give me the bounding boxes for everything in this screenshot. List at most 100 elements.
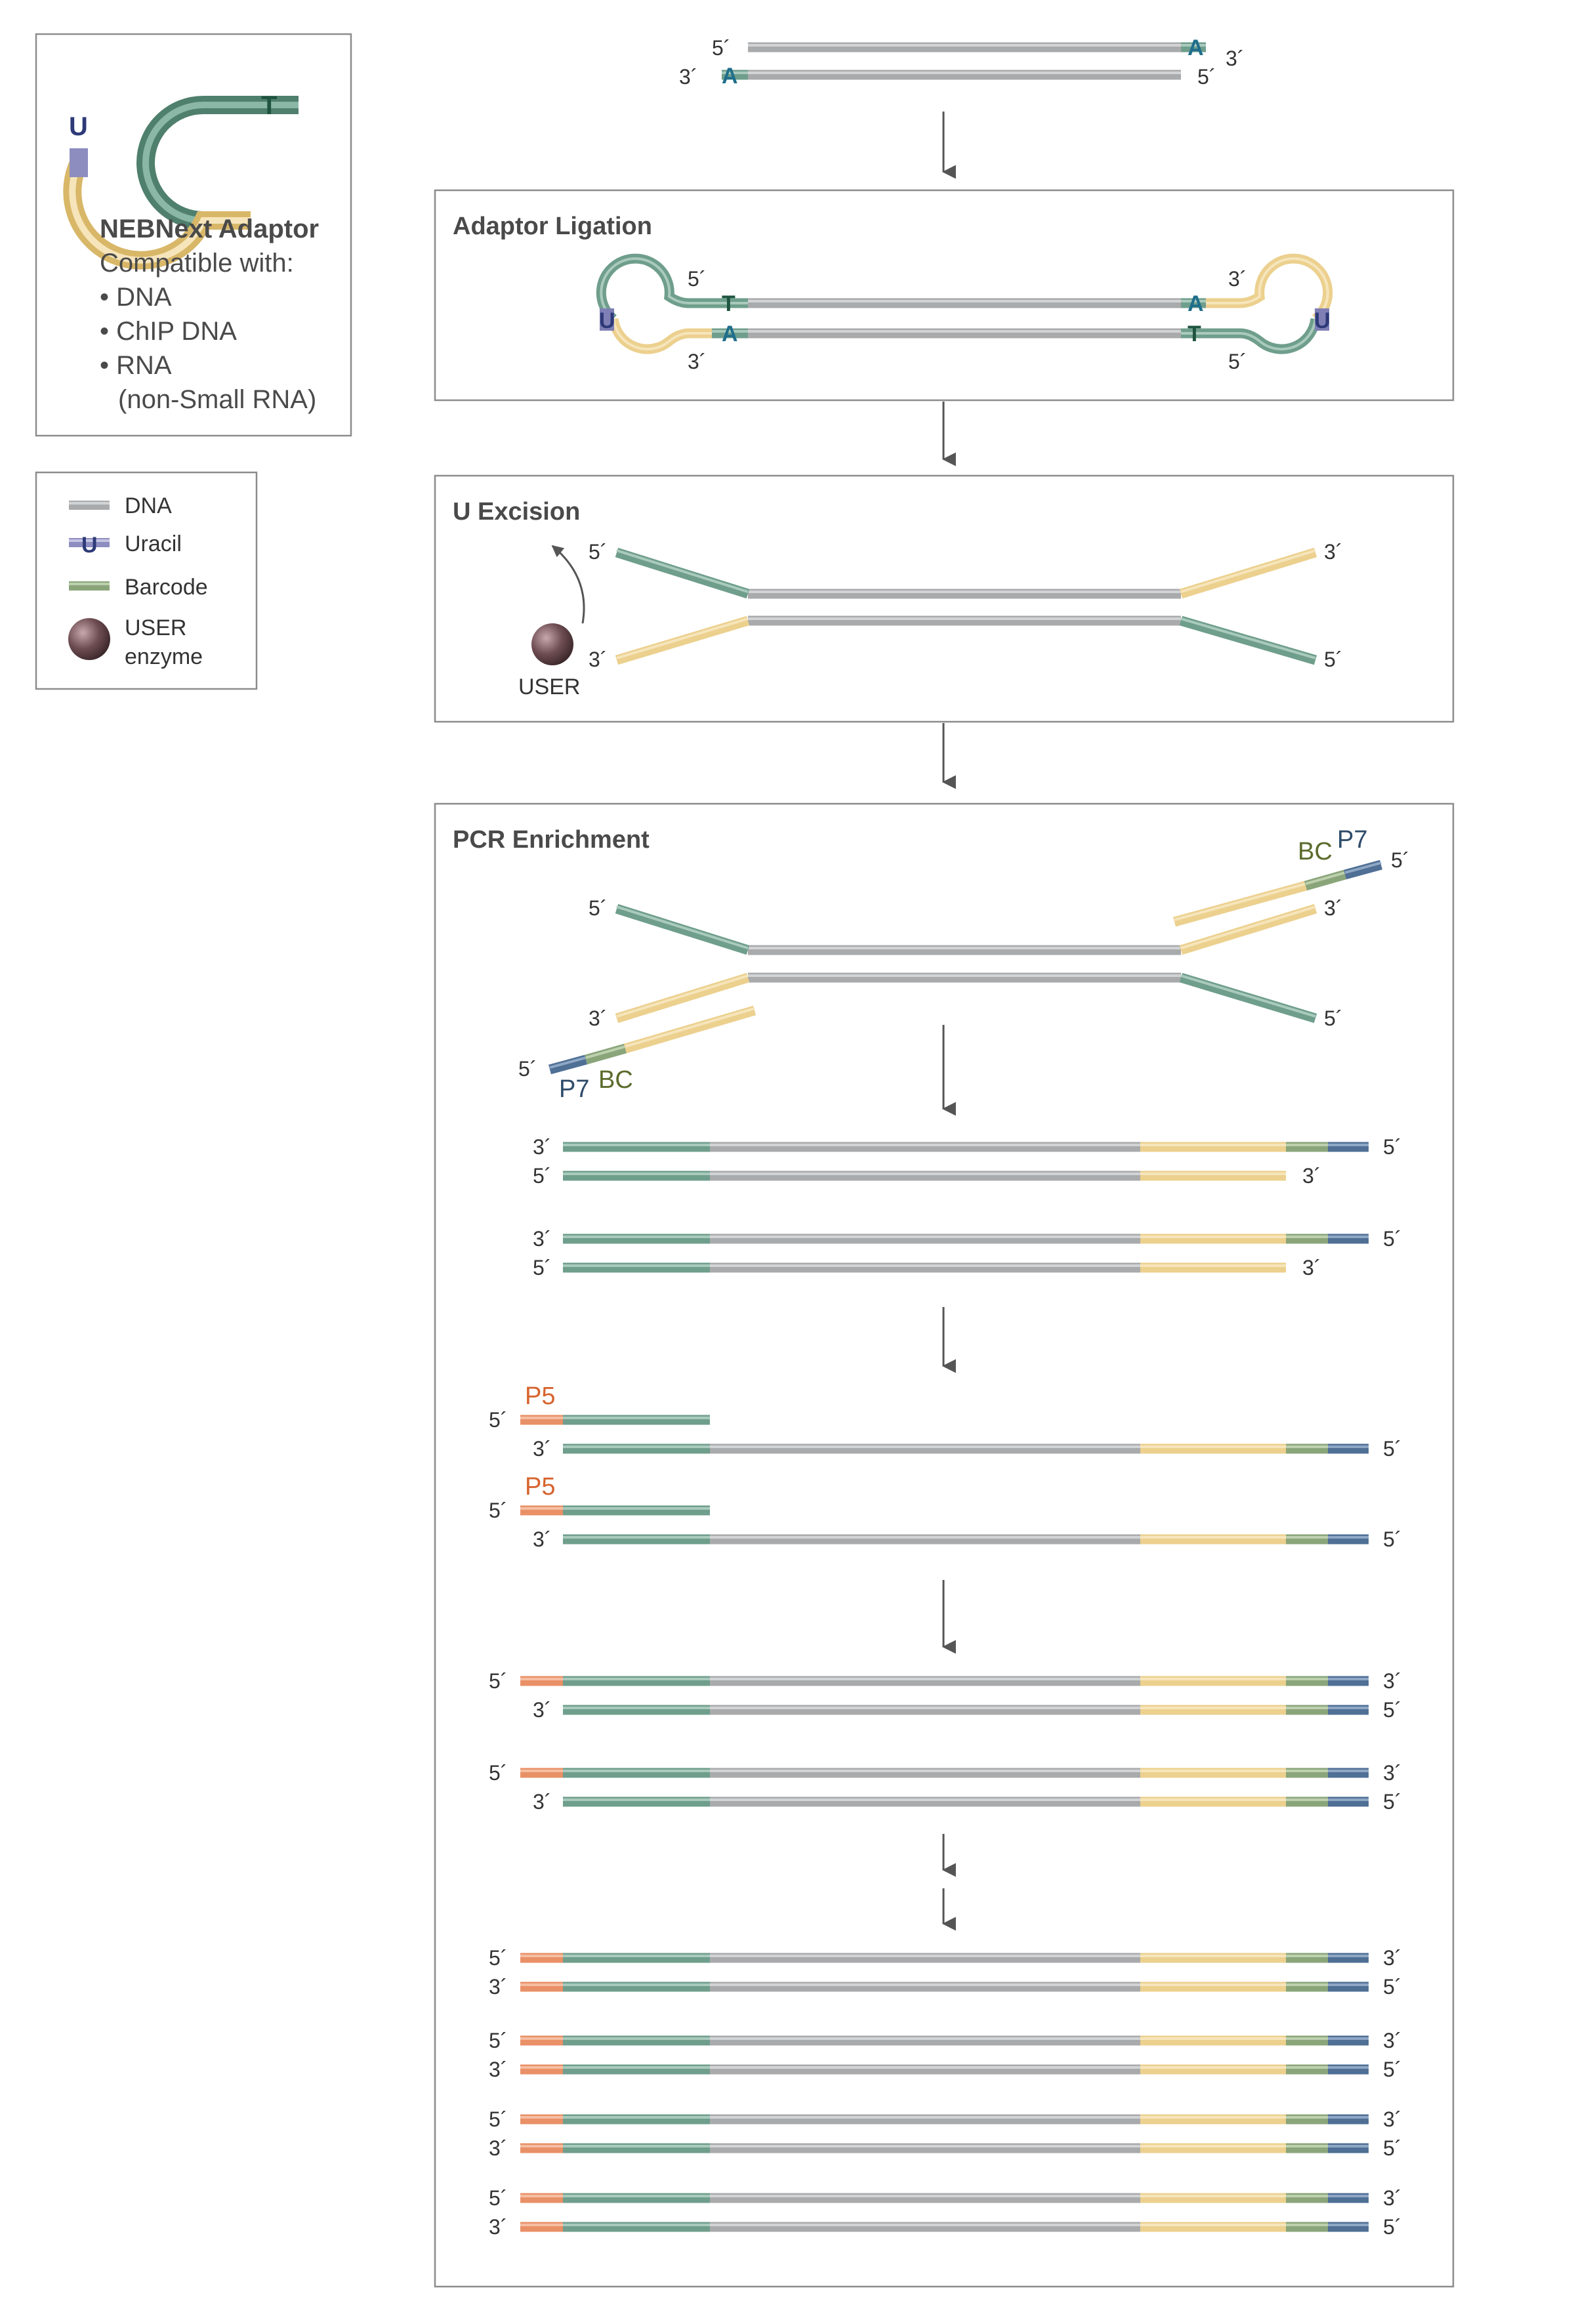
right-primer-barcode-highlight xyxy=(1305,871,1346,885)
ligation-end-label: 3´ xyxy=(688,350,706,373)
input-base-a-top: A xyxy=(1188,35,1204,60)
excised-left-yellow-highlight xyxy=(616,617,749,659)
pcr-stage3-top-1-right-end: 3´ xyxy=(1383,1761,1401,1785)
pcr-final-bottom-2-right-end: 5´ xyxy=(1383,2136,1401,2160)
excised-left-yellow xyxy=(615,615,750,665)
excision-end-label: 3´ xyxy=(1324,540,1342,564)
pcr-stage1-bottom-0-left-end: 5´ xyxy=(533,1164,551,1188)
pcr-stage1-top-0: 3´5´ xyxy=(533,1135,1401,1159)
pcr-stage1-bottom-0-right-end: 3´ xyxy=(1302,1164,1321,1188)
right-primer-yellow-highlight xyxy=(1174,882,1306,921)
pcr-final-bottom-1: 3´5´ xyxy=(489,2058,1401,2081)
pcr-final-top-0-left-end: 5´ xyxy=(489,1946,507,1970)
pcr-stage2-primer-1-left-end: 5´ xyxy=(489,1499,507,1522)
pcr-stage2-template-0: 3´5´ xyxy=(533,1437,1401,1461)
excised-right-yellow xyxy=(1179,547,1317,599)
left-primer-barcode xyxy=(584,1043,627,1065)
pcr-final-top-1-left-end: 5´ xyxy=(489,2029,507,2052)
right-primer-yellow xyxy=(1173,881,1307,927)
excised-right-green-highlight xyxy=(1180,617,1316,659)
ligation-end-label: 5´ xyxy=(1228,350,1247,373)
pcr-template-end-label: 3´ xyxy=(589,1006,607,1030)
user-enzyme-icon xyxy=(68,618,110,660)
pcr-final-bottom-1-left-end: 3´ xyxy=(489,2058,507,2081)
adaptor-item-rna: • RNA xyxy=(100,351,172,380)
user-enzyme-icon xyxy=(531,623,573,665)
input-base-a-bottom: A xyxy=(722,64,738,89)
pcr-stage3-bottom-1: 3´5´ xyxy=(533,1790,1401,1814)
pcr-stage2-primer-1: 5´ xyxy=(489,1499,710,1522)
pcr-final-top-3-right-end: 3´ xyxy=(1383,2186,1401,2210)
legend-enzyme-line2: enzyme xyxy=(125,644,203,669)
pcr-stage2-template-1-right-end: 5´ xyxy=(1383,1527,1401,1551)
pcr-final-bottom-3-right-end: 5´ xyxy=(1383,2215,1401,2239)
right-primer-barcode xyxy=(1304,869,1347,891)
excised-right-yellow-highlight xyxy=(1180,549,1316,593)
pcr-stage1-top-1: 3´5´ xyxy=(533,1227,1401,1251)
left-p7-label: P7 xyxy=(559,1075,589,1103)
pcr-final-top-3: 5´3´ xyxy=(489,2186,1401,2210)
pcr-stage3-top-1: 5´ 3´ xyxy=(489,1761,1401,1785)
user-arrow xyxy=(551,545,585,624)
input-dna: AA5´3´3´5´ xyxy=(679,35,1244,89)
input-end-label: 3´ xyxy=(679,65,697,89)
right-bc-label: BC xyxy=(1298,838,1333,865)
pcr-stage3-top-0: 5´3´ xyxy=(489,1669,1401,1693)
pcr-stage2-template-1-left-end: 3´ xyxy=(533,1527,551,1551)
adaptor-compatible: Compatible with: xyxy=(100,249,294,278)
pcr-stage1-bottom-0: 5´ 3´ xyxy=(533,1164,1321,1188)
pcr-template-right-green-highlight xyxy=(1180,974,1316,1018)
excised-left-green-highlight xyxy=(616,549,749,593)
excised-left-green xyxy=(615,547,750,599)
p5-label-0: P5 xyxy=(525,1382,555,1410)
right-primer-end-label: 5´ xyxy=(1391,848,1409,872)
excision-end-label: 5´ xyxy=(589,540,607,564)
pcr-stage2-primer-0: 5´ xyxy=(489,1408,710,1432)
ligation-end-label: 3´ xyxy=(1228,267,1247,291)
legend-dna-label: DNA xyxy=(125,493,172,518)
pcr-stage3-top-0-left-end: 5´ xyxy=(489,1669,507,1693)
pcr-stage2-primer-0-left-end: 5´ xyxy=(489,1408,507,1432)
pcr-template-right-yellow-highlight xyxy=(1180,905,1316,949)
pcr-final-top-2-left-end: 5´ xyxy=(489,2107,507,2131)
adaptor-info-box: U T NEBNext Adaptor Compatible with: • D… xyxy=(35,33,352,437)
input-end-label: 5´ xyxy=(712,36,730,60)
legend-enzyme-line1: USER xyxy=(125,615,186,640)
step-arrows xyxy=(551,112,956,1931)
legend-barcode-label: Barcode xyxy=(125,575,208,600)
left-base-t: T xyxy=(722,291,735,316)
right-uracil-letter: U xyxy=(1314,308,1331,333)
right-base-a: A xyxy=(1188,291,1204,316)
pcr-stage2-template-0-left-end: 3´ xyxy=(533,1437,551,1461)
left-uracil-mark xyxy=(600,308,614,331)
pcr-final-bottom-0: 3´5´ xyxy=(489,1975,1401,1999)
right-uracil-mark xyxy=(1315,308,1329,331)
pcr-template-left-yellow xyxy=(615,972,750,1024)
legend-uracil: U Uracil xyxy=(69,531,182,558)
pcr-template-left-yellow-highlight xyxy=(616,974,749,1018)
right-adaptor-yellow-highlight xyxy=(1181,257,1329,320)
pcr-final-bottom-0-right-end: 5´ xyxy=(1383,1975,1401,1999)
pcr-stage3-top-1-left-end: 5´ xyxy=(489,1761,507,1785)
pcr-final-top-1-right-end: 3´ xyxy=(1383,2029,1401,2052)
excised-right-green xyxy=(1179,615,1317,665)
pcr-template-end-label: 5´ xyxy=(1324,1006,1342,1030)
pcr-stage1-bottom-1: 5´3´ xyxy=(533,1256,1321,1279)
pcr-template-left-green-highlight xyxy=(616,905,749,949)
left-primer-yellow xyxy=(623,1005,756,1054)
right-primer-p7 xyxy=(1344,860,1382,880)
pcr-stage1-top-1-right-end: 5´ xyxy=(1383,1227,1401,1251)
pcr-stage1-top-0-left-end: 3´ xyxy=(533,1135,551,1159)
left-base-a: A xyxy=(722,322,738,346)
input-end-label: 5´ xyxy=(1197,65,1216,89)
legend-uracil-label: Uracil xyxy=(125,531,182,556)
pcr-final-top-0-right-end: 3´ xyxy=(1383,1946,1401,1970)
left-adaptor-green-highlight xyxy=(600,257,748,320)
right-primer-p7-highlight xyxy=(1344,861,1382,874)
u-excision-title: U Excision xyxy=(453,498,580,526)
excision-end-label: 5´ xyxy=(1324,648,1342,671)
